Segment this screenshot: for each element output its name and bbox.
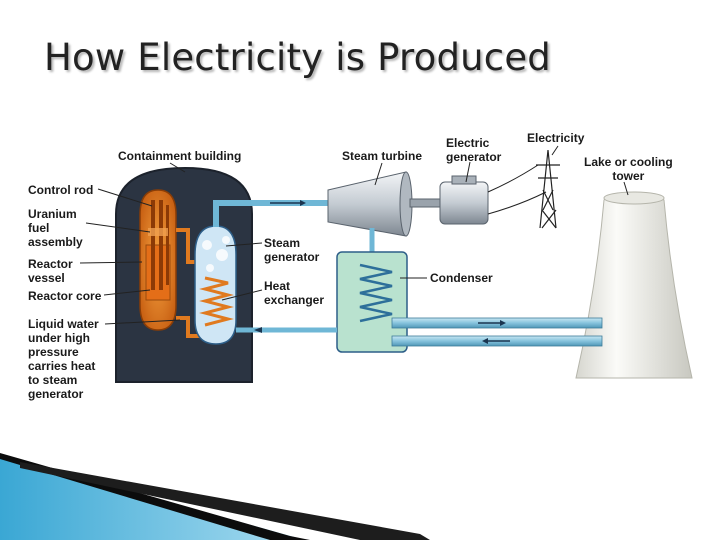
- label-containment-building: Containment building: [118, 149, 242, 163]
- label-reactor-vessel: Reactor vessel: [28, 257, 73, 285]
- transmission-tower: [536, 149, 560, 229]
- slide-title: How Electricity is Produced: [44, 36, 551, 79]
- condenser: [336, 251, 408, 353]
- label-heat-exchanger: Heat exchanger: [264, 279, 325, 307]
- reactor-vessel: [139, 189, 177, 331]
- label-control-rod: Control rod: [28, 183, 94, 197]
- label-lake-or-cooling-tower: Lake or cooling tower: [584, 155, 673, 183]
- slide-swoosh: [0, 453, 430, 540]
- label-steam-turbine: Steam turbine: [342, 149, 423, 163]
- label-uranium-fuel-assembly: Uranium fuel assembly: [28, 207, 83, 249]
- label-condenser: Condenser: [430, 271, 493, 285]
- leader-lines: [79, 145, 629, 325]
- cooling-water-pipes: [391, 317, 603, 347]
- uranium-fuel-assembly: [148, 228, 168, 236]
- power-lines: [487, 164, 547, 215]
- label-steam-generator: Steam generator: [264, 236, 320, 264]
- steam-turbine: [327, 171, 413, 237]
- label-liquid-water: Liquid water under high pressure carries…: [28, 317, 99, 401]
- heat-exchanger: [199, 276, 234, 327]
- control-rod: [151, 200, 155, 290]
- steam-generator: [194, 225, 237, 345]
- cooling-tower: [575, 191, 693, 379]
- electric-generator: [439, 175, 489, 225]
- label-electricity: Electricity: [527, 131, 585, 145]
- label-electric-generator: Electric generator: [446, 136, 502, 164]
- label-reactor-core: Reactor core: [28, 289, 102, 303]
